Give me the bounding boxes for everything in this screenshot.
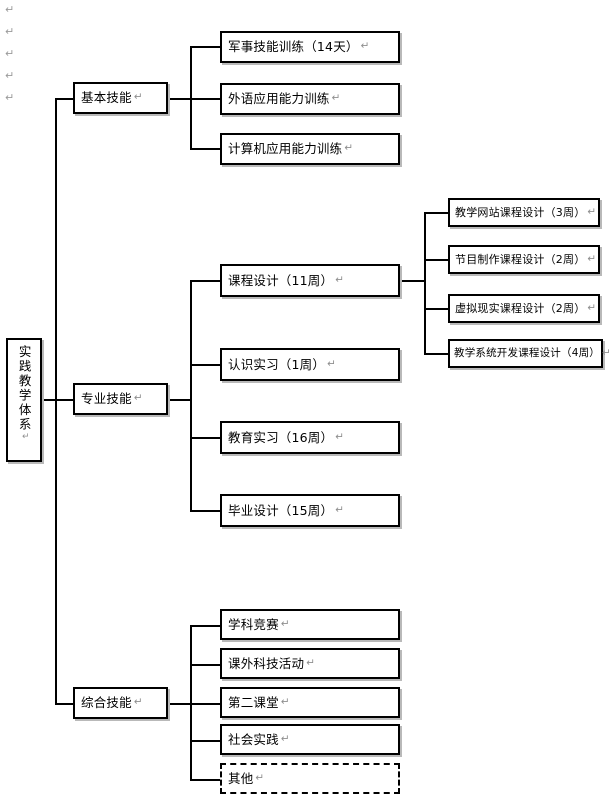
connector-to-discipline-contest	[190, 625, 220, 627]
node-course-design[interactable]: 课程设计（11周）↵	[220, 264, 400, 297]
connector-to-basic-skills	[55, 98, 73, 100]
paragraph-mark: ↵	[335, 273, 345, 286]
node-root-label: 实践教学体系	[16, 345, 32, 432]
paragraph-mark: ↵	[327, 357, 337, 370]
connector-to-second-classroom	[190, 703, 220, 705]
connector-to-military-training	[190, 46, 220, 48]
node-teaching-system-dev-label: 教学系统开发课程设计（4周）	[454, 346, 600, 359]
node-discipline-contest[interactable]: 学科竞赛↵	[220, 609, 400, 640]
connector-root-trunk	[55, 98, 57, 704]
connector-course-design-trunk	[424, 212, 426, 354]
node-comprehensive-skills[interactable]: 综合技能↵	[73, 687, 168, 719]
paragraph-mark: ↵	[587, 252, 597, 265]
connector-to-other	[190, 779, 220, 781]
connector-to-teaching-website	[424, 212, 448, 214]
node-teaching-website[interactable]: 教学网站课程设计（3周）↵	[448, 198, 600, 227]
paragraph-mark: ↵	[360, 40, 370, 53]
node-professional-skills-label: 专业技能	[81, 391, 132, 407]
connector-to-teaching-system-dev	[424, 353, 448, 355]
paragraph-mark: ↵	[5, 69, 15, 82]
connector-to-virtual-reality	[424, 308, 448, 310]
node-teaching-website-label: 教学网站课程设计（3周）	[455, 205, 586, 219]
node-basic-skills-label: 基本技能	[81, 90, 132, 106]
node-program-production-label: 节目制作课程设计（2周）	[455, 252, 586, 266]
node-education-practice[interactable]: 教育实习（16周）↵	[220, 421, 400, 454]
node-basic-skills[interactable]: 基本技能↵	[73, 82, 168, 114]
node-teaching-system-dev[interactable]: 教学系统开发课程设计（4周）↵	[448, 339, 609, 368]
paragraph-mark: ↵	[331, 92, 341, 105]
node-foreign-language[interactable]: 外语应用能力训练↵	[220, 83, 400, 115]
connector-course-design-stub	[400, 280, 426, 282]
paragraph-mark: ↵	[306, 656, 316, 669]
node-cognitive-practice[interactable]: 认识实习（1周）↵	[220, 348, 400, 381]
node-computer-ability-label: 计算机应用能力训练	[228, 141, 343, 157]
node-social-practice[interactable]: 社会实践↵	[220, 724, 400, 755]
connector-to-social-practice	[190, 740, 220, 742]
connector-to-graduation-design	[190, 510, 220, 512]
node-social-practice-label: 社会实践	[228, 731, 279, 747]
node-education-practice-label: 教育实习（16周）	[228, 429, 334, 445]
connector-professional-trunk	[190, 280, 192, 511]
connector-to-education-practice	[190, 437, 220, 439]
connector-to-foreign-language	[190, 98, 220, 100]
connector-professional-stub	[168, 399, 192, 401]
connector-comprehensive-trunk	[190, 625, 192, 780]
connector-to-professional-skills	[55, 399, 73, 401]
node-virtual-reality-label: 虚拟现实课程设计（2周）	[455, 301, 586, 315]
paragraph-mark: ↵	[587, 301, 597, 314]
connector-to-cognitive-practice	[190, 364, 220, 366]
paragraph-mark: ↵	[5, 47, 15, 60]
node-discipline-contest-label: 学科竞赛	[228, 616, 279, 632]
connector-to-course-design	[190, 280, 220, 282]
node-root[interactable]: 实践教学体系↵	[6, 338, 42, 462]
paragraph-mark: ↵	[133, 91, 143, 104]
paragraph-mark: ↵	[5, 3, 15, 16]
paragraph-mark: ↵	[280, 617, 290, 630]
node-military-training[interactable]: 军事技能训练（14天）↵	[220, 31, 400, 63]
paragraph-mark: ↵	[335, 430, 345, 443]
node-second-classroom-label: 第二课堂	[228, 694, 279, 710]
connector-to-program-production	[424, 259, 448, 261]
node-program-production[interactable]: 节目制作课程设计（2周）↵	[448, 245, 600, 274]
paragraph-mark: ↵	[5, 25, 15, 38]
paragraph-mark: ↵	[133, 392, 143, 405]
node-graduation-design[interactable]: 毕业设计（15周）↵	[220, 494, 400, 527]
node-cognitive-practice-label: 认识实习（1周）	[228, 356, 326, 372]
paragraph-mark: ↵	[280, 732, 290, 745]
node-course-design-label: 课程设计（11周）	[228, 272, 334, 288]
node-other-label: 其他	[228, 770, 254, 786]
paragraph-mark: ↵	[344, 142, 354, 155]
node-second-classroom[interactable]: 第二课堂↵	[220, 687, 400, 718]
node-virtual-reality[interactable]: 虚拟现实课程设计（2周）↵	[448, 294, 600, 323]
paragraph-mark: ↵	[255, 771, 265, 784]
paragraph-mark: ↵	[133, 696, 143, 709]
paragraph-mark: ↵	[5, 91, 15, 104]
paragraph-mark: ↵	[587, 205, 597, 218]
connector-to-extracurricular-tech	[190, 664, 220, 666]
connector-basic-stub	[168, 98, 192, 100]
paragraph-mark: ↵	[280, 695, 290, 708]
node-foreign-language-label: 外语应用能力训练	[228, 91, 330, 107]
node-military-training-label: 军事技能训练（14天）	[228, 39, 359, 55]
connector-to-computer-ability	[190, 148, 220, 150]
node-computer-ability[interactable]: 计算机应用能力训练↵	[220, 133, 400, 165]
node-extracurricular-tech-label: 课外科技活动	[228, 655, 305, 671]
paragraph-mark: ↵	[20, 432, 31, 444]
node-other[interactable]: 其他↵	[220, 763, 400, 794]
connector-comprehensive-stub	[168, 703, 192, 705]
node-comprehensive-skills-label: 综合技能	[81, 695, 132, 711]
paragraph-mark: ↵	[601, 346, 609, 359]
node-graduation-design-label: 毕业设计（15周）	[228, 502, 334, 518]
node-extracurricular-tech[interactable]: 课外科技活动↵	[220, 648, 400, 679]
node-professional-skills[interactable]: 专业技能↵	[73, 383, 168, 415]
paragraph-mark: ↵	[335, 503, 345, 516]
connector-to-comprehensive-skills	[55, 703, 73, 705]
